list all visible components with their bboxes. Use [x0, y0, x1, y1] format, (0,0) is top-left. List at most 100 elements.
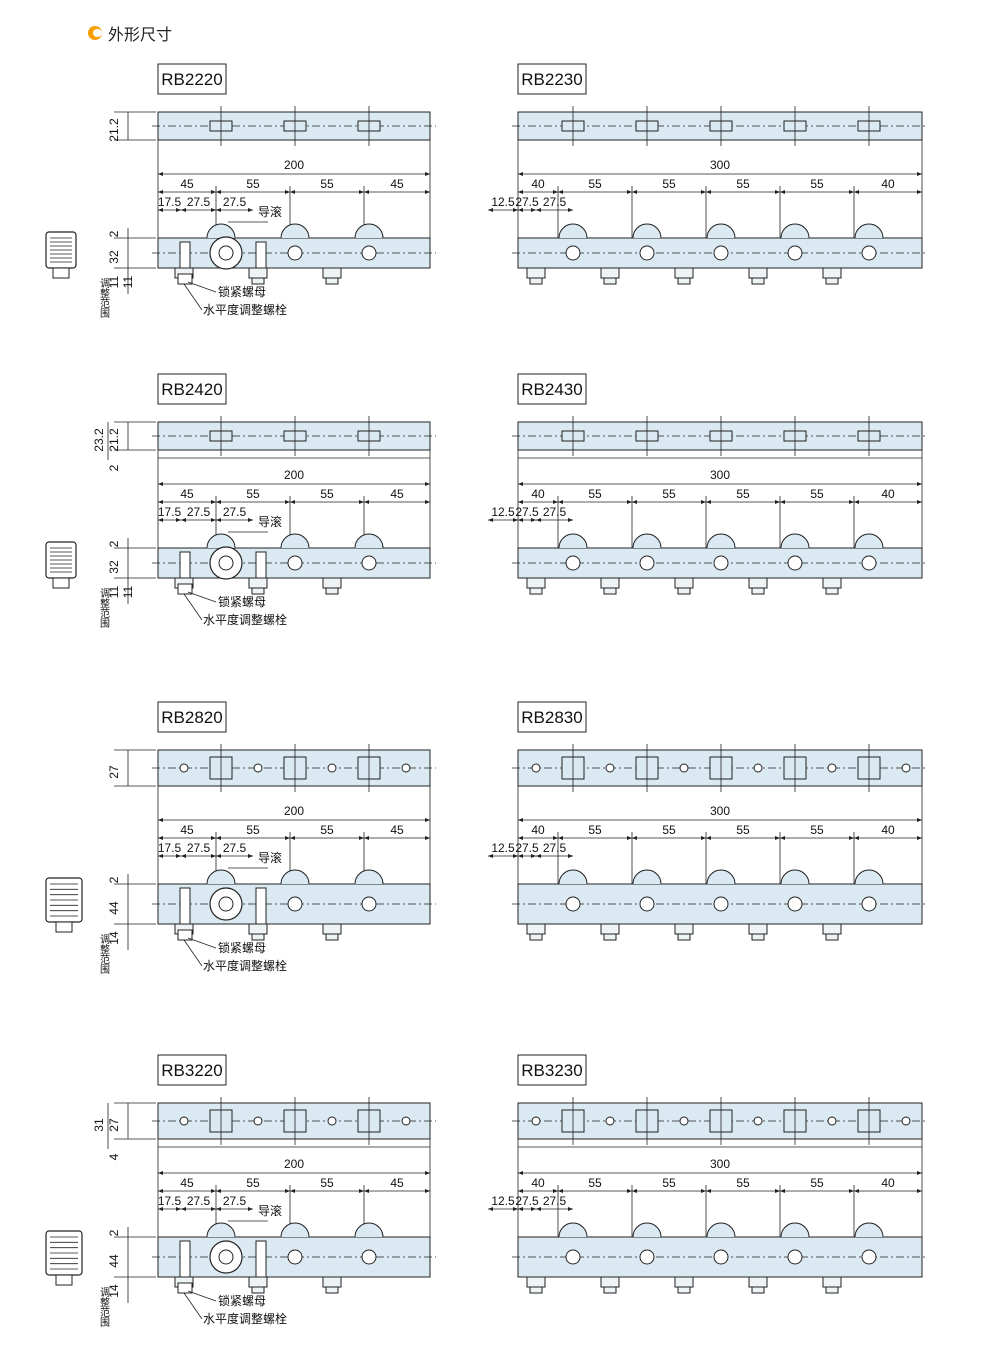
- arrowhead: [568, 518, 573, 522]
- height-label: 4: [107, 1153, 121, 1160]
- pitch-label: 55: [736, 1176, 750, 1190]
- height-label: 21.2: [107, 428, 121, 452]
- model-title: RB2220: [161, 70, 222, 89]
- length-label: 200: [284, 804, 304, 818]
- roller-arc: [354, 1222, 384, 1238]
- arrowhead: [158, 518, 163, 522]
- arrowhead: [211, 1189, 216, 1193]
- height-label: 21.2: [107, 118, 121, 142]
- pitch-label: 55: [736, 823, 750, 837]
- pitch-label: 55: [246, 177, 260, 191]
- arrowhead: [248, 208, 253, 212]
- offset-label: 12.5: [491, 841, 515, 855]
- offset-label: 27.5: [515, 1194, 539, 1208]
- side-dim-label: 32: [107, 250, 121, 264]
- lock-nut: [825, 933, 839, 941]
- side-dim-label: 11: [107, 275, 121, 288]
- arrowhead: [364, 836, 369, 840]
- leveling-foot: [822, 267, 842, 279]
- lock-nut: [677, 933, 691, 941]
- roller-axle: [861, 896, 877, 912]
- arrowhead: [158, 482, 163, 486]
- arrowhead: [780, 500, 785, 504]
- end-view-foot: [52, 267, 70, 279]
- roller-arc: [280, 869, 310, 885]
- roller-arc: [854, 223, 884, 239]
- pitch-label: 45: [180, 823, 194, 837]
- arrowhead: [425, 500, 430, 504]
- offset-label: 12.5: [491, 195, 515, 209]
- arrowhead: [216, 1189, 221, 1193]
- lock-nut: [751, 277, 765, 285]
- leveling-foot: [674, 267, 694, 279]
- roller-arc: [632, 223, 662, 239]
- arrowhead: [211, 836, 216, 840]
- offset-label: 17.5: [158, 195, 182, 209]
- mounting-hole: [401, 1116, 411, 1126]
- arrowhead: [568, 1207, 573, 1211]
- leveling-bolt-callout: 水平度调整螺栓: [203, 1311, 287, 1326]
- roller-axle: [713, 1249, 729, 1265]
- arrowhead: [518, 836, 523, 840]
- roller-arc: [558, 533, 588, 549]
- arrowhead: [780, 190, 785, 194]
- arrowhead: [176, 1207, 181, 1211]
- leveling-foot: [322, 267, 342, 279]
- arrowhead: [632, 190, 637, 194]
- pitch-label: 45: [390, 487, 404, 501]
- arrowhead: [211, 854, 216, 858]
- arrowhead: [211, 190, 216, 194]
- arrowhead: [558, 836, 563, 840]
- arrowhead: [627, 190, 632, 194]
- roller-axle: [861, 1249, 877, 1265]
- pitch-label: 55: [320, 177, 334, 191]
- arrowhead: [917, 1189, 922, 1193]
- roller-axle: [361, 896, 377, 912]
- roller-arc: [706, 1222, 736, 1238]
- arrowhead: [216, 518, 221, 522]
- arrowhead: [216, 1207, 221, 1211]
- pitch-label: 55: [246, 823, 260, 837]
- arrowhead: [701, 836, 706, 840]
- pitch-label: 40: [881, 1176, 895, 1190]
- arrowhead: [632, 1189, 637, 1193]
- arrowhead: [211, 518, 216, 522]
- leader-line: [183, 1292, 203, 1320]
- lock-nut: [251, 1286, 265, 1294]
- lock-nut-callout: 锁紧螺母: [218, 284, 266, 299]
- roller-arc: [354, 869, 384, 885]
- arrowhead: [553, 836, 558, 840]
- roller-arc: [706, 223, 736, 239]
- offset-label: 12.5: [491, 505, 515, 519]
- arrowhead: [285, 1189, 290, 1193]
- pitch-label: 40: [531, 823, 545, 837]
- roller-axle: [861, 555, 877, 571]
- leader-line: [183, 283, 203, 311]
- arrowhead: [285, 836, 290, 840]
- pitch-label: 55: [810, 1176, 824, 1190]
- offset-label: 27.5: [515, 195, 539, 209]
- arrowhead: [775, 836, 780, 840]
- pitch-label: 55: [662, 823, 676, 837]
- mounting-hole: [253, 1116, 263, 1126]
- arrowhead: [531, 854, 536, 858]
- arrowhead: [364, 190, 369, 194]
- arrowhead: [290, 500, 295, 504]
- mounting-hole: [827, 1116, 837, 1126]
- roller-arc: [780, 1222, 810, 1238]
- lock-nut: [325, 933, 339, 941]
- offset-label: 27.5: [223, 841, 247, 855]
- leveling-bolt: [179, 241, 191, 269]
- side-dim-label: 44: [107, 901, 121, 915]
- length-label: 300: [710, 804, 730, 818]
- leveling-bolt: [255, 887, 267, 925]
- leveling-foot: [674, 923, 694, 935]
- offset-label: 17.5: [158, 1194, 182, 1208]
- pitch-label: 55: [246, 1176, 260, 1190]
- adjust-range-label: 调整范围: [98, 934, 110, 975]
- arrowhead: [518, 1171, 523, 1175]
- mounting-hole: [179, 1116, 189, 1126]
- leveling-foot: [248, 923, 268, 935]
